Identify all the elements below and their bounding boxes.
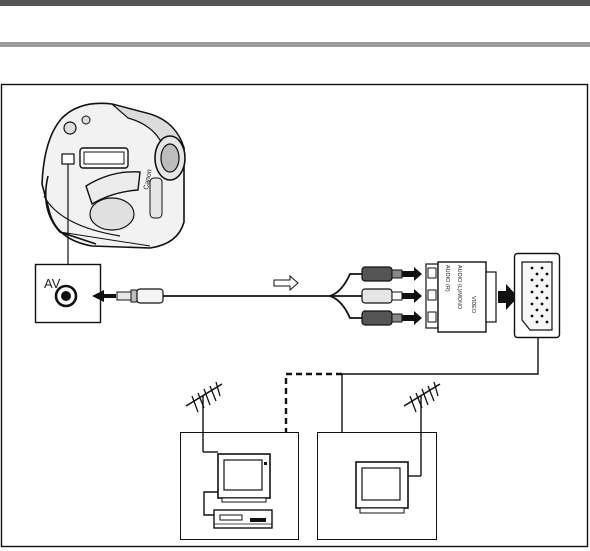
scart-pin: [546, 321, 549, 324]
rca-plug-audio-right: [362, 267, 422, 281]
camcorder-icon: Canon: [42, 103, 185, 248]
header-bar: [0, 0, 590, 6]
scart-pin: [531, 291, 534, 294]
scart-pin: [546, 273, 549, 276]
scart-pin: [531, 267, 534, 270]
hollow-right-arrow-icon: [274, 276, 298, 290]
scart-pin: [531, 303, 534, 306]
scart-pin: [536, 321, 539, 324]
rca-plug-video: [362, 311, 422, 325]
scart-pin: [536, 297, 539, 300]
scart-pin: [546, 309, 549, 312]
tv-icon: [356, 462, 408, 513]
scart-adapter-icon: AUDIO (R) AUDIO (L)/MONO VIDEO: [426, 262, 496, 332]
subheader-bar: [0, 42, 590, 47]
rca-plug-audio-left: [362, 289, 422, 303]
rca-plugs: [362, 267, 422, 325]
scart-pin: [536, 285, 539, 288]
scart-pin: [531, 279, 534, 282]
minijack-plug: [117, 289, 163, 303]
scart-pin: [536, 273, 539, 276]
scart-pin: [536, 309, 539, 312]
scart-pin: [546, 285, 549, 288]
av-jack: AV: [36, 265, 101, 323]
scart-socket-icon: [515, 254, 560, 338]
tv-icon: [218, 454, 270, 502]
scart-label-video: VIDEO: [470, 296, 476, 314]
scart-pin: [541, 279, 544, 282]
scart-pin: [546, 297, 549, 300]
scart-label-audio-r: AUDIO (R): [444, 265, 450, 292]
scart-pin: [541, 291, 544, 294]
scart-label-audio-l: AUDIO (L)/MONO: [456, 265, 462, 310]
scart-pin: [531, 315, 534, 318]
scart-pin: [541, 315, 544, 318]
scart-pin: [541, 267, 544, 270]
scart-pin: [541, 303, 544, 306]
